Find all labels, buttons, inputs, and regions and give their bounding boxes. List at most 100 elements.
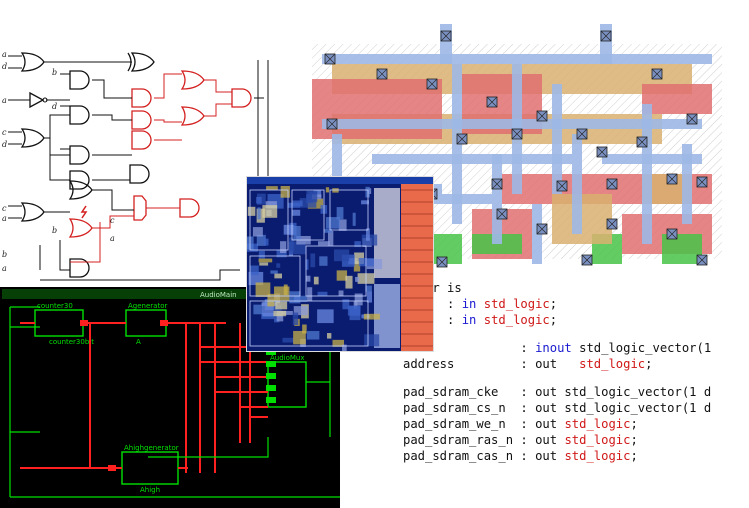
wire <box>20 322 122 469</box>
die-cell <box>366 228 370 241</box>
die-cell <box>253 304 263 315</box>
wire <box>154 73 232 141</box>
layout-region <box>312 79 442 139</box>
die-cell <box>274 273 283 279</box>
die-cell <box>354 293 363 306</box>
die-macro <box>249 189 289 251</box>
die-cell <box>332 339 345 347</box>
die-cell <box>361 200 369 205</box>
die-cell <box>345 275 353 289</box>
via-cross <box>556 180 568 192</box>
and-gate <box>231 88 252 108</box>
metal-track <box>552 84 562 194</box>
die-cell <box>299 198 317 208</box>
die-cell <box>263 238 269 246</box>
die-cell <box>347 305 361 316</box>
input-label: d <box>52 102 57 111</box>
and-gate <box>179 198 200 218</box>
die-cell <box>313 276 319 285</box>
or-gate <box>130 52 155 72</box>
code-line: pad_sdram_cke : out std_logic_vector(1 d <box>403 384 711 400</box>
wire <box>39 240 240 281</box>
code-text: pad_sdram_cs_n : out std_logic_vector(1 … <box>403 401 712 415</box>
input-label: c <box>2 128 7 137</box>
die-cell <box>289 291 301 304</box>
die-cell <box>327 230 334 246</box>
input-label: a <box>2 50 7 59</box>
code-text: ; <box>630 433 638 447</box>
die-macro <box>329 189 369 231</box>
via-cross <box>606 218 618 230</box>
die-cell <box>266 186 278 191</box>
code-line: pad_sdram_cs_n : out std_logic_vector(1 … <box>403 400 711 416</box>
code-text: ; <box>645 357 653 371</box>
metal-track <box>332 134 342 194</box>
or-gate <box>20 202 45 222</box>
die-cell <box>310 253 316 268</box>
and-gate <box>69 70 90 90</box>
die-cell <box>317 291 328 296</box>
die-macro <box>249 255 301 297</box>
die-photo <box>246 176 434 352</box>
code-text: ; <box>630 449 638 463</box>
die-cell <box>305 259 309 270</box>
die-photo-drawing <box>246 176 434 352</box>
metal-track <box>572 134 582 234</box>
code-text: ; <box>630 417 638 431</box>
via-cross <box>511 128 523 140</box>
die-cell <box>365 285 372 292</box>
metal-track <box>682 144 692 224</box>
via-cross <box>326 118 338 130</box>
die-edge <box>246 176 434 184</box>
not-gate <box>29 91 45 109</box>
die-cell <box>258 250 265 259</box>
via-cross <box>486 96 498 108</box>
die-cell <box>262 301 274 317</box>
die-cell <box>257 207 261 220</box>
input-label: b <box>52 68 57 77</box>
and-gate <box>69 105 90 125</box>
and-gate <box>69 258 90 278</box>
input-label: c <box>2 204 7 213</box>
code-line: et : in std_logic; <box>403 312 711 328</box>
die-cell <box>280 311 293 315</box>
code-text: ; <box>549 297 558 311</box>
or-gate <box>180 70 205 90</box>
die-cell <box>342 344 347 352</box>
code-line: pad_sdram_ras_n : out std_logic; <box>403 432 711 448</box>
code-text <box>476 297 483 311</box>
die-cell <box>306 331 320 340</box>
mux-pin <box>266 361 276 367</box>
die-cell <box>363 313 380 320</box>
code-text: pad_sdram_ras_n : out <box>403 433 565 447</box>
code-keyword: inout <box>535 341 572 355</box>
and-gate <box>129 164 150 184</box>
code-type: std_logic <box>483 313 550 327</box>
metal-track <box>432 194 492 204</box>
die-cell <box>275 301 288 310</box>
via-cross <box>576 128 588 140</box>
metal-track <box>322 54 712 64</box>
die-cell <box>352 212 356 226</box>
via-cross <box>536 223 548 235</box>
code-text: address : out <box>403 357 580 371</box>
code-line: essor is <box>403 280 711 296</box>
die-cell <box>306 190 318 203</box>
die-cell <box>280 241 287 253</box>
vhdl-code: essor is : in std_logic;et : in std_logi… <box>403 280 711 464</box>
code-type: std_logic <box>579 357 646 371</box>
die-cell <box>265 201 277 209</box>
die-cell <box>292 209 301 216</box>
die-cell <box>252 227 263 237</box>
via-cross <box>600 30 612 42</box>
via-cross <box>666 173 678 185</box>
via-cross <box>606 178 618 190</box>
die-cell <box>258 258 273 263</box>
die-cell <box>353 261 361 272</box>
wire <box>148 381 330 458</box>
die-cell <box>276 263 281 268</box>
code-text: : <box>447 297 455 311</box>
die-cell <box>338 290 344 297</box>
code-keyword: in <box>461 313 477 327</box>
via-cross <box>456 133 468 145</box>
